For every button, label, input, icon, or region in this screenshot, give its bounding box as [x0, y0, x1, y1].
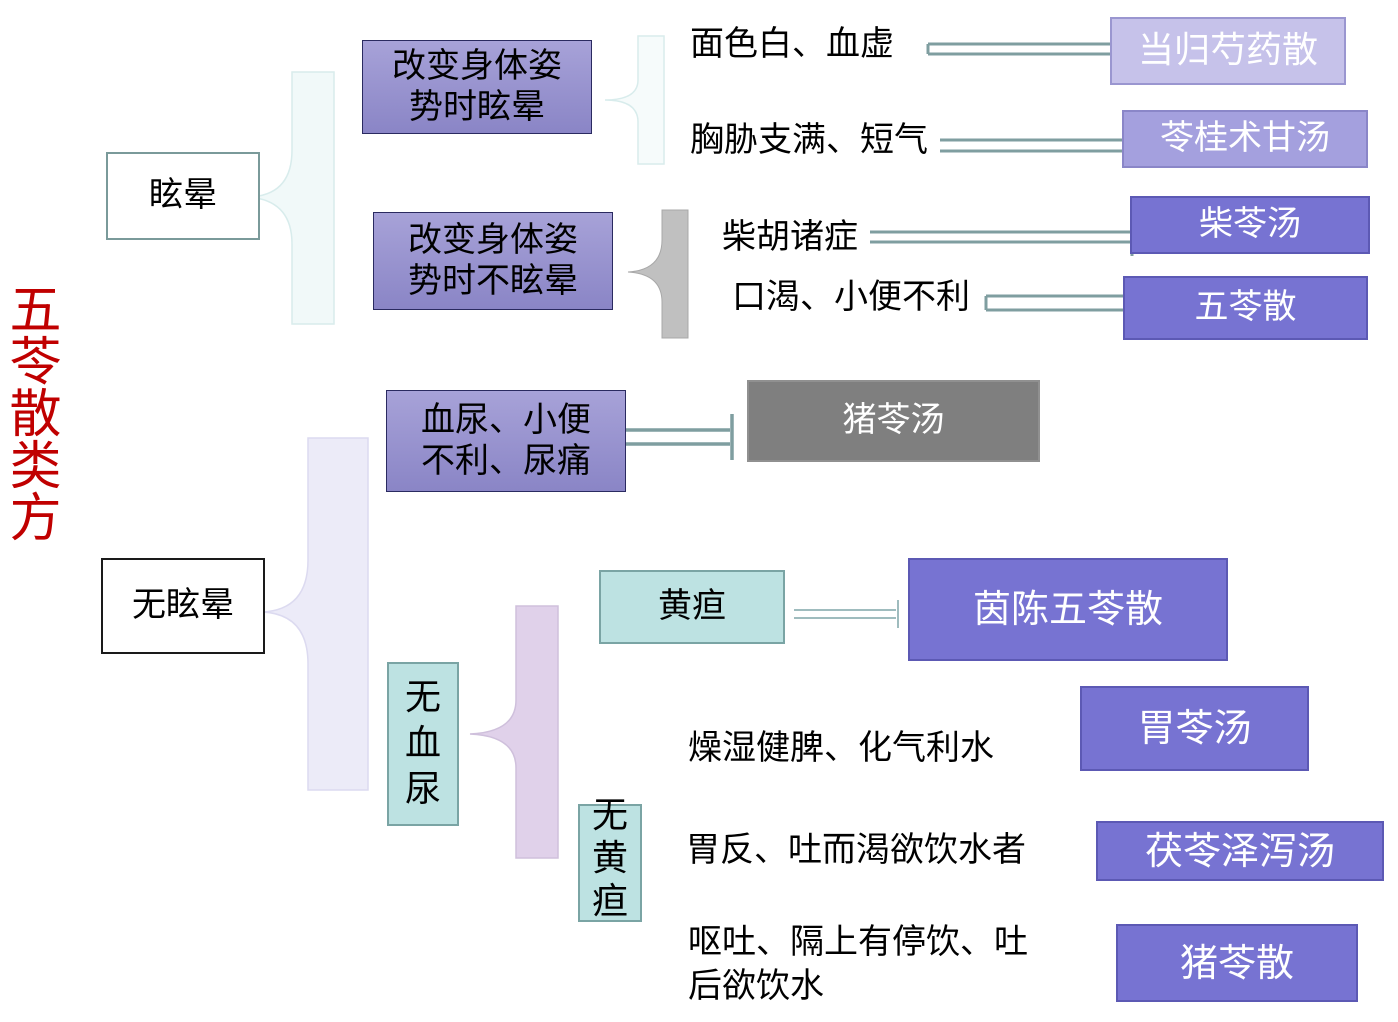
remedy-wuling: 五苓散 [1123, 276, 1368, 340]
bracket-dizzy [247, 71, 335, 325]
node-posture-dizzy-label: 改变身体姿势时眩晕 [392, 45, 562, 127]
link-jaundice-yinchen [794, 600, 899, 628]
remedy-zhuling-san: 猪苓散 [1116, 924, 1358, 1002]
link-pale-danggui [926, 42, 1110, 56]
node-no-dizzy: 无眩晕 [101, 558, 265, 654]
remedy-zhuling-tang: 猪苓汤 [747, 380, 1040, 462]
node-posture-no-dizzy-label: 改变身体姿势时不眩晕 [408, 219, 578, 301]
symptom-chaihu: 柴胡诸症 [722, 217, 858, 257]
bracket-posture-dizzy [604, 35, 665, 165]
symptom-stomach: 胃反、吐而渴欲饮水者 [686, 830, 1026, 870]
node-no-jaundice: 无黄疸 [578, 795, 642, 922]
node-no-hematuria-label: 无血尿 [404, 676, 441, 811]
node-jaundice: 黄疸 [599, 570, 785, 644]
bracket-posture-no-dizzy [627, 209, 689, 339]
remedy-fuling: 茯苓泽泻汤 [1096, 821, 1384, 881]
link-chest-linggui [940, 138, 1122, 153]
node-hematuria-label: 血尿、小便不利、尿痛 [421, 399, 591, 481]
bracket-no-dizzy [261, 437, 369, 791]
remedy-yinchen: 茵陈五苓散 [908, 558, 1228, 661]
bracket-no-hematuria [469, 605, 559, 859]
remedy-linggui: 苓桂术甘汤 [1122, 110, 1368, 168]
node-posture-dizzy: 改变身体姿势时眩晕 [362, 40, 592, 134]
remedy-chailing: 柴苓汤 [1130, 196, 1370, 254]
diagram-title: 五苓散类方 [0, 282, 60, 542]
remedy-weiling: 胃苓汤 [1080, 686, 1309, 771]
node-dizzy: 眩晕 [106, 152, 260, 240]
symptom-pale: 面色白、血虚 [690, 24, 894, 64]
symptom-vomit: 呕吐、隔上有停饮、吐后欲饮水 [688, 922, 1028, 1007]
link-thirst-wuling [984, 284, 1130, 322]
symptom-thirst: 口渴、小便不利 [732, 277, 970, 317]
remedy-danggui: 当归芍药散 [1110, 17, 1346, 85]
link-hematuria-zhuling [622, 414, 734, 460]
node-no-hematuria: 无血尿 [387, 662, 459, 826]
link-chaihu-chailing [870, 218, 1134, 256]
symptom-chest: 胸胁支满、短气 [690, 120, 928, 160]
symptom-dryness: 燥湿健脾、化气利水 [688, 728, 994, 768]
node-posture-no-dizzy: 改变身体姿势时不眩晕 [373, 212, 613, 310]
node-no-jaundice-label: 无黄疸 [591, 795, 628, 923]
node-hematuria: 血尿、小便不利、尿痛 [386, 390, 626, 492]
